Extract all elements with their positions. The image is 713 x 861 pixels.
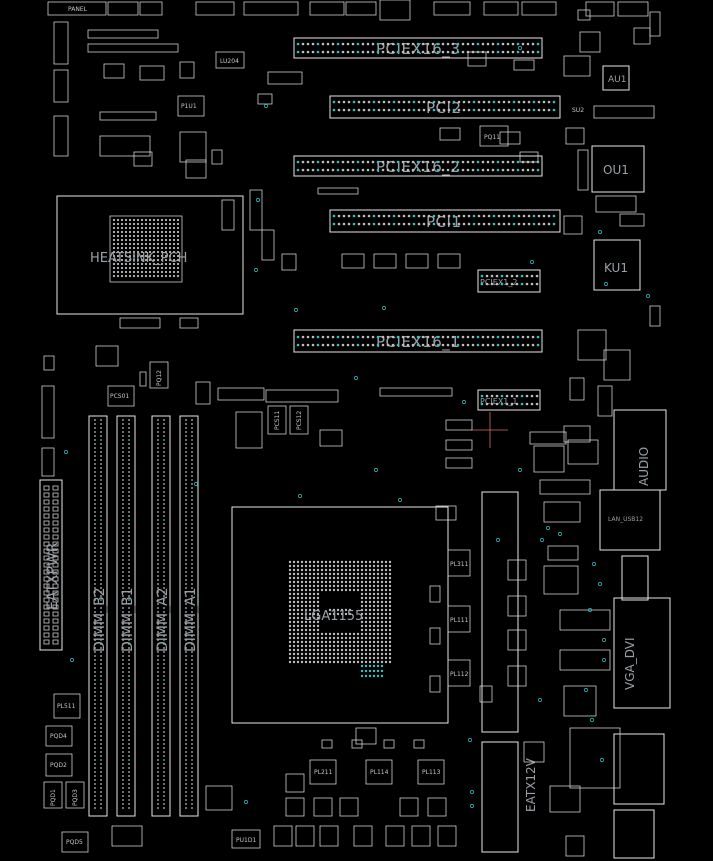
ku1-chip xyxy=(593,239,641,291)
pqd4-label: PQD4 xyxy=(50,733,67,740)
pch-heatsink: HEATSINK_PCH xyxy=(56,195,244,315)
pl114-label: PL114 xyxy=(370,769,389,776)
pu1d1-label: PU1D1 xyxy=(236,837,256,844)
dimm-slots: DIMM_B2 DIMM_B1 DIMM_A2 DIMM_A1 xyxy=(88,415,199,817)
pciex1-2-label: PCIEX1_2 xyxy=(480,278,517,287)
pqd3-label: PQD3 xyxy=(72,789,79,806)
dimm-a2-slot xyxy=(151,415,171,817)
cpu-socket: LGA1155 xyxy=(231,506,449,724)
vga-dvi-label: VGA_DVI xyxy=(623,638,637,691)
ku1-label: KU1 xyxy=(604,261,628,275)
pl311-label: PL311 xyxy=(450,561,469,568)
pq12-label: PQ12 xyxy=(156,370,163,386)
eatxpwr-connector: EATXPWR xyxy=(39,479,63,651)
pci2-slot xyxy=(329,95,561,119)
vga-dvi-port xyxy=(613,597,671,709)
pl113-label: PL113 xyxy=(422,769,441,776)
pcs01-label: PCS01 xyxy=(110,393,129,400)
pqd5-label: PQD5 xyxy=(66,839,83,846)
dimm-a2-label: DIMM_A2 xyxy=(155,587,171,652)
pciex16-3-slot xyxy=(293,37,543,59)
panel-label: PANEL xyxy=(68,6,88,13)
dimm-a1-label: DIMM_A1 xyxy=(183,587,199,652)
pciex1-1-slot xyxy=(477,389,541,411)
dimm-b2-label: DIMM_B2 xyxy=(92,587,108,652)
pcs11-label: PCS11 xyxy=(274,411,281,430)
eatx12v-connector: EATX12V xyxy=(481,491,538,853)
su2-label: SU2 xyxy=(572,107,584,114)
pq11-label: PQ11 xyxy=(484,134,500,141)
eatxpwr-label: EATXPWR xyxy=(45,542,61,610)
p1u1-label: P1U1 xyxy=(181,103,197,110)
pciex16-1-slot xyxy=(293,329,543,353)
pl111-label: PL111 xyxy=(450,617,469,624)
pci1-label: PCI1 xyxy=(426,213,462,231)
lga1155-label: LGA1155 xyxy=(304,609,363,624)
pl511-label: PL511 xyxy=(57,703,76,710)
dimm-b2-slot xyxy=(88,415,108,817)
heatsink-label: HEATSINK_PCH xyxy=(90,251,187,266)
lu204-label: LU204 xyxy=(220,58,239,65)
right-io: AU1 OU1 KU1 AUDIO LAN_USB12 VGA_DVI SU2 xyxy=(563,27,671,859)
ou1-chip xyxy=(591,145,645,193)
dimm-a1-slot xyxy=(179,415,199,817)
pciex1-2-slot xyxy=(477,269,541,293)
dimm-b1-label: DIMM_B1 xyxy=(120,587,136,652)
pqd1-label: PQD1 xyxy=(50,789,57,806)
lan-usb12-port xyxy=(599,489,661,551)
audio-label: AUDIO xyxy=(637,447,651,486)
pci1-slot xyxy=(329,209,561,233)
au1-label: AU1 xyxy=(608,75,626,85)
eatx12v-label: EATX12V xyxy=(524,757,538,812)
pciex1-1-label: PCIEX1_1 xyxy=(480,397,517,406)
crosshair-marker xyxy=(472,412,508,448)
pciex16-2-slot xyxy=(293,155,543,177)
pci-slots: PCIEX16_3 PCI2 PCIEX16_2 PCI1 PCIEX1_2 P… xyxy=(293,37,561,411)
power-components: P1U1 PL311 PL111 PL112 PL211 PL114 PL113… xyxy=(43,51,509,853)
lan-usb12-label: LAN_USB12 xyxy=(608,516,643,523)
small-components xyxy=(41,9,661,857)
pl112-label: PL112 xyxy=(450,671,469,678)
pci2-label: PCI2 xyxy=(426,99,462,117)
au1-chip xyxy=(602,65,630,91)
pl211-label: PL211 xyxy=(314,769,333,776)
ou1-label: OU1 xyxy=(603,163,629,177)
pcs12-label: PCS12 xyxy=(296,411,303,430)
top-headers: PANEL xyxy=(47,0,649,21)
pqd2-label: PQD2 xyxy=(50,762,67,769)
dimm-b1-slot xyxy=(116,415,136,817)
